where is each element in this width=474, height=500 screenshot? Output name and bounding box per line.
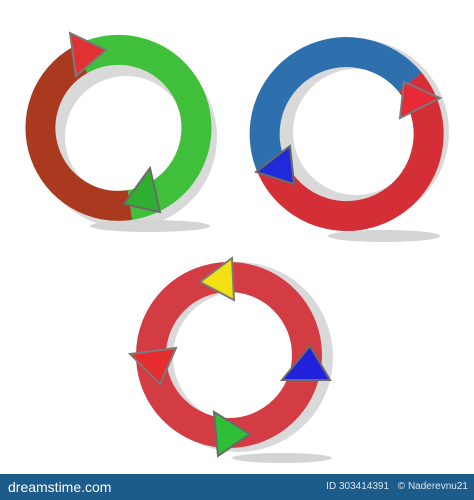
arrowhead-green-icon (212, 410, 252, 458)
arrowhead-green-icon (122, 165, 162, 214)
ground-shadow (232, 453, 332, 463)
cycle-arrows-illustration (25, 31, 449, 463)
ring-segment-brown (25, 46, 133, 221)
arrowhead-red-icon (398, 80, 443, 120)
ring-segment-red (258, 72, 444, 231)
ground-shadow (328, 230, 440, 242)
cycle-diagram-red-four-arrows (127, 256, 333, 463)
image-id-text: ID 303414391 (326, 481, 390, 492)
arrowhead-red-icon (68, 31, 108, 78)
watermark-brand: dreamstime.com (8, 479, 112, 495)
cycle-diagram-red-green (25, 31, 217, 232)
watermark-meta: ID 303414391 © Naderevnu21 (320, 481, 468, 492)
arrowhead-blue-icon (253, 144, 296, 186)
arrowhead-blue-icon (279, 344, 332, 381)
watermark-bar: dreamstime.com ID 303414391 © Naderevnu2… (0, 474, 474, 500)
cycle-diagram-blue-red (249, 37, 449, 242)
author-text: © Naderevnu21 (397, 481, 468, 492)
arrowhead-red-icon (127, 346, 178, 386)
arrowhead-yellow-icon (198, 256, 236, 302)
ring-segment-red (136, 262, 322, 448)
ring-segment-green (72, 34, 212, 220)
ground-shadow (90, 220, 210, 232)
ring-segment-blue (249, 37, 422, 175)
